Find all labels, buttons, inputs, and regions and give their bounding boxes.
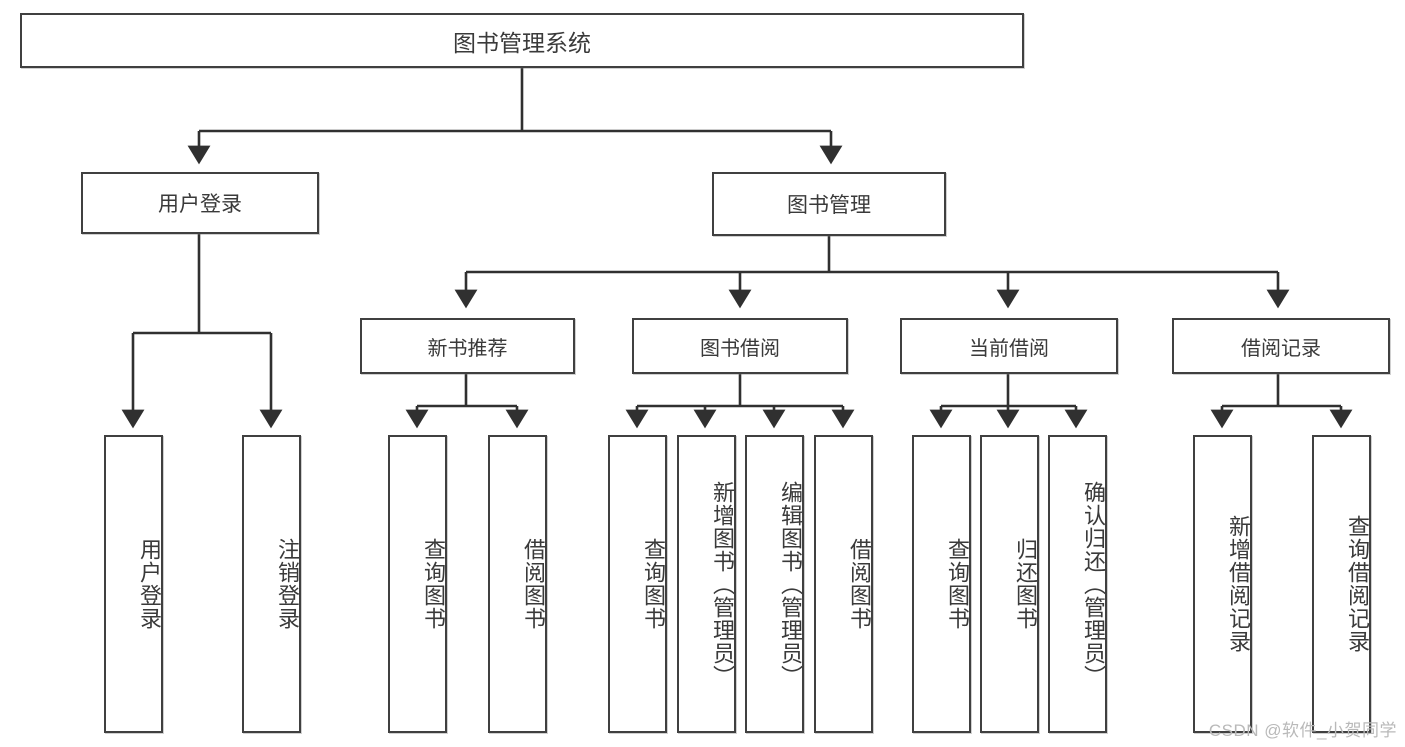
leaf-confirm-return-label: 确认归还（管理员） xyxy=(1081,480,1106,688)
leaf-query-book-2[interactable]: 查询图书 xyxy=(608,435,667,733)
node-new-book-recommend[interactable]: 新书推荐 xyxy=(360,318,575,374)
node-root[interactable]: 图书管理系统 xyxy=(20,13,1024,68)
leaf-logout-label: 注销登录 xyxy=(275,538,300,630)
leaf-borrow-book-1[interactable]: 借阅图书 xyxy=(488,435,547,733)
node-borrow-record[interactable]: 借阅记录 xyxy=(1172,318,1390,374)
csdn-watermark: CSDN @软件_小贺同学 xyxy=(1208,721,1397,740)
leaf-borrow-book-2-label: 借阅图书 xyxy=(847,538,872,630)
leaf-add-record-label: 新增借阅记录 xyxy=(1226,515,1251,653)
leaf-user-login[interactable]: 用户登录 xyxy=(104,435,163,733)
node-root-label: 图书管理系统 xyxy=(453,29,591,56)
leaf-edit-book[interactable]: 编辑图书（管理员） xyxy=(745,435,804,733)
node-book-borrow[interactable]: 图书借阅 xyxy=(632,318,848,374)
leaf-query-book-3-label: 查询图书 xyxy=(945,538,970,630)
leaf-add-record[interactable]: 新增借阅记录 xyxy=(1193,435,1252,733)
node-book-management[interactable]: 图书管理 xyxy=(712,172,946,236)
node-user-login[interactable]: 用户登录 xyxy=(81,172,319,234)
leaf-logout[interactable]: 注销登录 xyxy=(242,435,301,733)
leaf-add-book[interactable]: 新增图书（管理员） xyxy=(677,435,736,733)
leaf-add-book-label: 新增图书（管理员） xyxy=(710,480,735,688)
node-current-borrow[interactable]: 当前借阅 xyxy=(900,318,1118,374)
leaf-return-book[interactable]: 归还图书 xyxy=(980,435,1039,733)
node-user-login-label: 用户登录 xyxy=(158,193,242,216)
leaf-query-book-1-label: 查询图书 xyxy=(421,538,446,630)
node-book-management-label: 图书管理 xyxy=(787,194,871,217)
leaf-query-book-2-label: 查询图书 xyxy=(641,538,666,630)
leaf-edit-book-label: 编辑图书（管理员） xyxy=(778,480,803,688)
node-borrow-record-label: 借阅记录 xyxy=(1241,337,1321,360)
leaf-borrow-book-2[interactable]: 借阅图书 xyxy=(814,435,873,733)
leaf-query-record-label: 查询借阅记录 xyxy=(1345,515,1370,653)
node-current-borrow-label: 当前借阅 xyxy=(969,337,1049,360)
node-book-borrow-label: 图书借阅 xyxy=(700,337,780,360)
leaf-borrow-book-1-label: 借阅图书 xyxy=(521,538,546,630)
leaf-return-book-label: 归还图书 xyxy=(1013,538,1038,630)
leaf-query-book-3[interactable]: 查询图书 xyxy=(912,435,971,733)
leaf-query-record[interactable]: 查询借阅记录 xyxy=(1312,435,1371,733)
leaf-confirm-return[interactable]: 确认归还（管理员） xyxy=(1048,435,1107,733)
leaf-query-book-1[interactable]: 查询图书 xyxy=(388,435,447,733)
node-new-book-recommend-label: 新书推荐 xyxy=(427,337,508,360)
leaf-user-login-label: 用户登录 xyxy=(137,538,162,630)
